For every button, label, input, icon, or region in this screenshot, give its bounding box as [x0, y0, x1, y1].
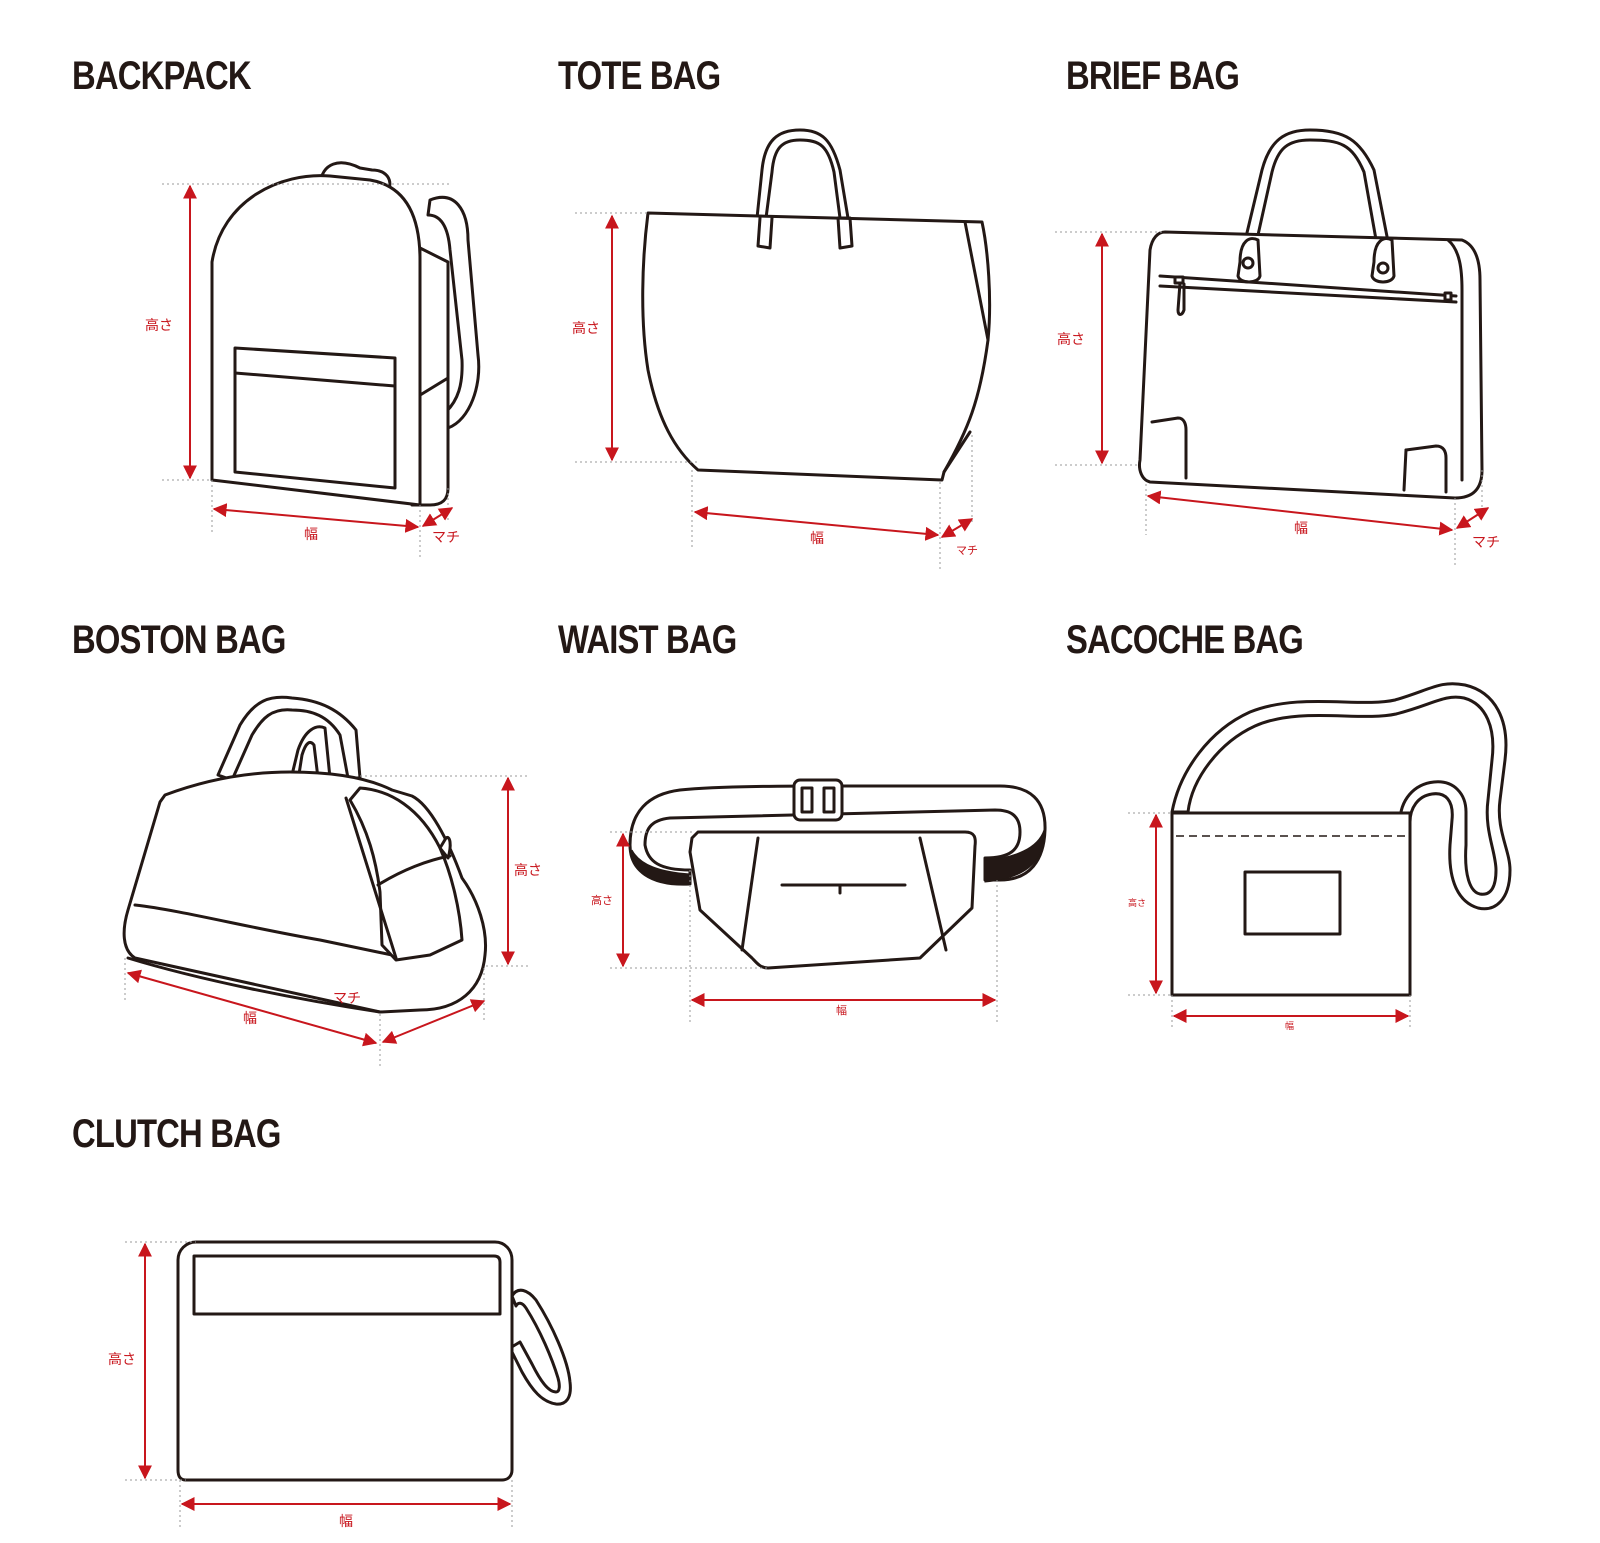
backpack-dimensions	[162, 183, 454, 560]
clutch-bag-illustration	[176, 1240, 572, 1482]
clutch-bag-height-label: 高さ	[108, 1351, 136, 1368]
waist-bag-height-label: 高さ	[591, 893, 613, 907]
tote-bag-dimensions	[575, 212, 974, 570]
clutch-bag-width-label: 幅	[339, 1514, 353, 1530]
backpack-width-label: 幅	[304, 527, 318, 543]
clutch-bag-dimensions	[125, 1241, 513, 1530]
brief-bag-dimensions	[1055, 231, 1490, 568]
waist-bag-width-label: 幅	[836, 1004, 847, 1017]
waist-bag-title: WAIST BAG	[558, 618, 737, 662]
tote-bag-illustration	[641, 128, 992, 482]
brief-bag-width-label: 幅	[1294, 521, 1308, 537]
boston-bag-title: BOSTON BAG	[72, 618, 286, 662]
boston-bag-height-label: 高さ	[514, 862, 542, 879]
sacoche-bag-height-label: 高さ	[1128, 897, 1146, 909]
brief-bag-height-label: 高さ	[1057, 331, 1085, 348]
tote-bag-height-label: 高さ	[572, 320, 600, 337]
backpack-title: BACKPACK	[72, 54, 252, 98]
boston-bag-illustration	[122, 695, 488, 1014]
tote-bag-title: TOTE BAG	[558, 54, 721, 98]
boston-bag-dimensions	[124, 775, 530, 1068]
boston-bag-width-label: 幅	[243, 1011, 257, 1027]
waist-bag-dimensions	[610, 831, 998, 1025]
boston-bag-depth-label: マチ	[333, 991, 361, 1007]
sacoche-bag-title: SACOCHE BAG	[1066, 618, 1304, 662]
brief-bag-depth-label: マチ	[1472, 535, 1500, 551]
brief-bag-illustration	[1138, 128, 1484, 500]
tote-bag-width-label: 幅	[810, 531, 824, 547]
sacoche-bag-dimensions	[1128, 812, 1411, 1030]
brief-bag-title: BRIEF BAG	[1066, 54, 1240, 98]
sacoche-bag-width-label: 幅	[1285, 1020, 1294, 1032]
backpack-illustration	[210, 161, 481, 507]
backpack-height-label: 高さ	[145, 317, 173, 334]
backpack-depth-label: マチ	[432, 530, 460, 546]
sacoche-bag-illustration	[1170, 682, 1512, 997]
clutch-bag-title: CLUTCH BAG	[72, 1112, 281, 1156]
waist-bag-illustration	[628, 778, 1047, 970]
tote-bag-depth-label: マチ	[956, 544, 978, 557]
